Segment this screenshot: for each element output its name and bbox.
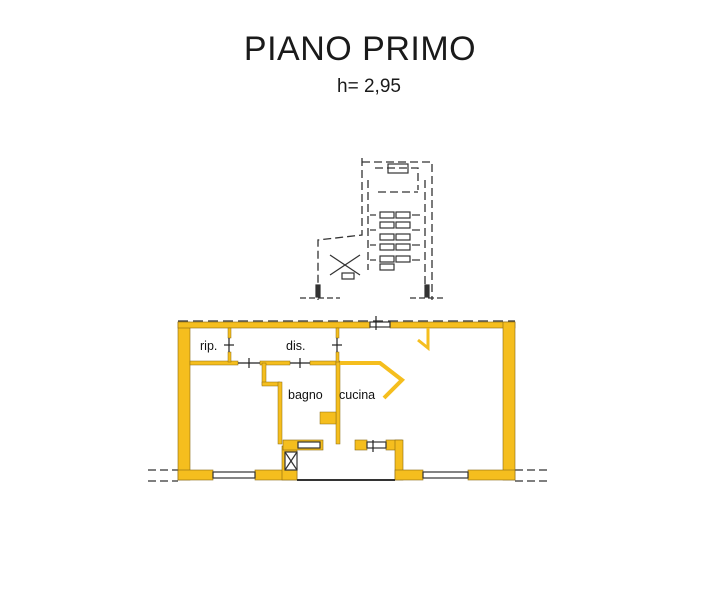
- stair-steps: [300, 163, 445, 299]
- stairwell-outline: [317, 158, 433, 300]
- room-label-cucina: cucina: [339, 388, 375, 402]
- room-label-dis: dis.: [286, 339, 305, 353]
- interior-walls: [189, 327, 430, 445]
- room-label-bagno: bagno: [288, 388, 323, 402]
- adjacent-building-lines: [148, 320, 548, 482]
- floor-title: PIANO PRIMO: [243, 30, 477, 68]
- windows: [212, 321, 469, 479]
- door-symbols: [224, 316, 377, 452]
- ventilation-shaft: [284, 451, 395, 481]
- room-label-rip: rip.: [200, 339, 217, 353]
- exterior-walls: [177, 321, 516, 481]
- ceiling-height-label: h= 2,95: [337, 76, 401, 97]
